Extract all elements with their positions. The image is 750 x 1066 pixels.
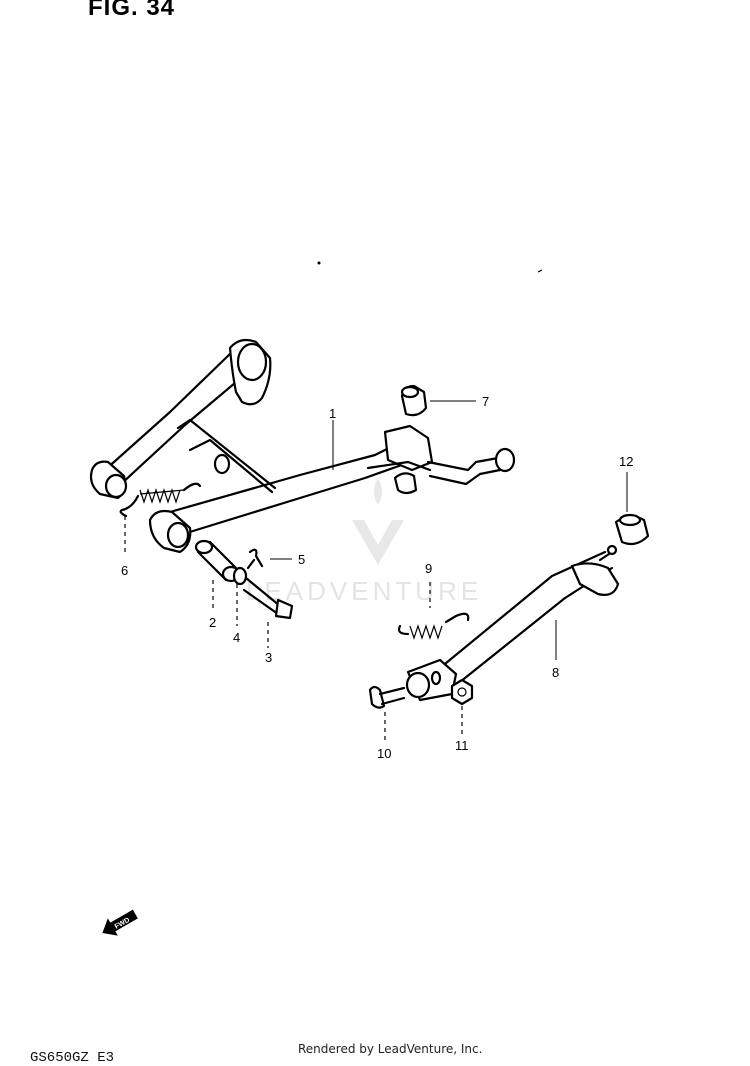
callout-11: 11 <box>455 738 469 753</box>
side-stand <box>405 544 620 702</box>
washer <box>232 566 248 586</box>
watermark-logo-icon <box>352 520 404 565</box>
callout-4: 4 <box>233 630 240 645</box>
watermark: LEADVENTURE <box>246 478 482 606</box>
bolt <box>242 576 294 620</box>
callout-12: 12 <box>619 454 633 469</box>
rendered-by-footer: Rendered by LeadVenture, Inc. <box>298 1042 483 1056</box>
cotter-pin <box>246 548 264 570</box>
diagram-code: GS650GZ E3 <box>30 1050 115 1066</box>
callout-1: 1 <box>329 406 336 421</box>
figure-title: FIG. 34 <box>88 0 176 21</box>
callout-9: 9 <box>425 561 432 576</box>
fwd-label: FWD <box>114 917 131 931</box>
pivot-bolt <box>368 685 406 709</box>
stand-stopper <box>400 384 428 417</box>
center-stand <box>89 338 516 554</box>
collar <box>194 539 241 583</box>
side-stand-stopper <box>614 513 650 546</box>
stand-spring <box>119 482 202 518</box>
callout-10: 10 <box>377 746 391 761</box>
callout-7: 7 <box>482 394 489 409</box>
nut <box>450 678 474 706</box>
fwd-arrow-icon: FWD <box>102 909 138 936</box>
callout-6: 6 <box>121 563 128 578</box>
watermark-text: LEADVENTURE <box>246 576 482 606</box>
callout-2: 2 <box>209 615 216 630</box>
side-stand-spring <box>397 612 470 640</box>
callout-8: 8 <box>552 665 559 680</box>
callout-3: 3 <box>265 650 272 665</box>
callout-5: 5 <box>298 552 305 567</box>
